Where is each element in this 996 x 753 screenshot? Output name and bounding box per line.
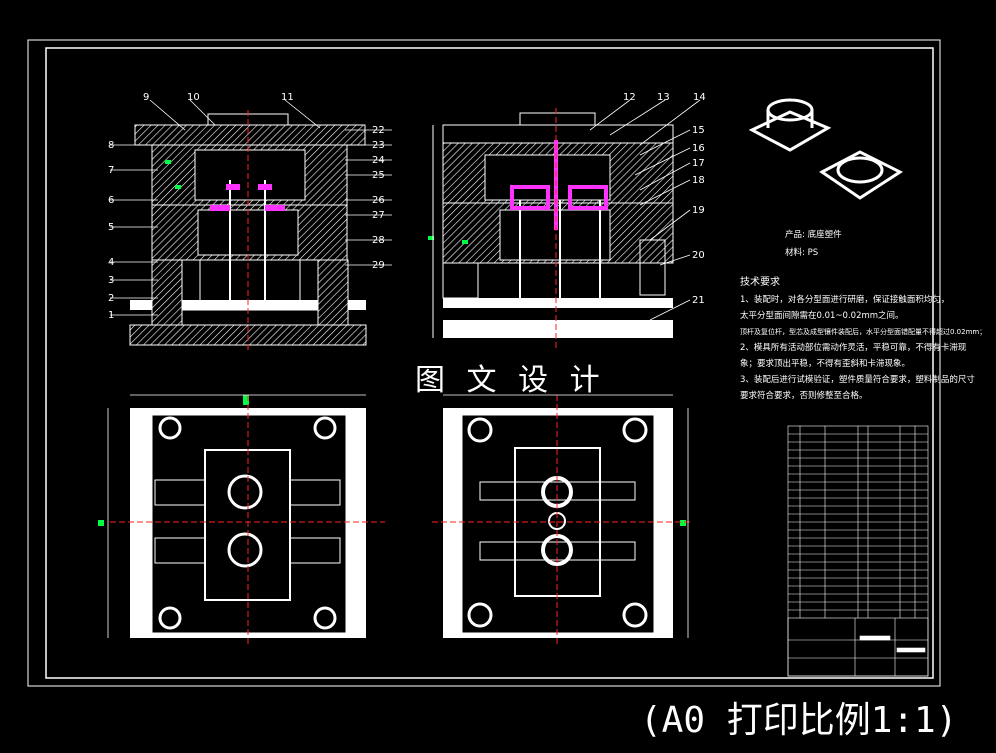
part-label: 17	[692, 158, 705, 169]
outer-frame	[27, 39, 941, 687]
part-label: 29	[372, 260, 385, 271]
material: 材料: PS	[785, 247, 818, 258]
tech-req-line: 象；要求顶出平稳，不得有歪斜和卡滞现象。	[740, 358, 910, 369]
part-label: 24	[372, 155, 385, 166]
part-label: 6	[108, 195, 114, 206]
part-label: 16	[692, 143, 705, 154]
part-label: 1	[108, 310, 114, 321]
tech-req-line: 太平分型面间隙需在0.01~0.02mm之间。	[740, 310, 904, 321]
inner-frame	[45, 47, 934, 679]
part-label: 3	[108, 275, 114, 286]
part-label: 22	[372, 125, 385, 136]
part-label: 28	[372, 235, 385, 246]
leader-lines	[110, 99, 701, 321]
part-label: 8	[108, 140, 114, 151]
print-scale-label: (A0 打印比例1:1)	[640, 700, 957, 741]
part-label: 26	[372, 195, 385, 206]
bom-title-block	[787, 425, 929, 677]
part-label: 10	[187, 92, 200, 103]
part-label: 7	[108, 165, 114, 176]
part-label: 20	[692, 250, 705, 261]
section-view-left	[129, 110, 367, 350]
product-isometric-sketch	[748, 98, 904, 200]
tech-req-line: 2、模具所有活动部位需动作灵活，平稳可靠，不得有卡滞现	[740, 342, 967, 353]
plan-view-right	[432, 395, 690, 645]
part-label: 12	[623, 92, 636, 103]
part-label: 13	[657, 92, 670, 103]
dimension-lines	[107, 394, 689, 638]
part-label: 19	[692, 205, 705, 216]
tech-req-line: 1、装配时，对各分型面进行研磨，保证接触面积均匀，	[740, 294, 949, 305]
part-label: 11	[281, 92, 294, 103]
section-view-right	[428, 108, 674, 350]
watermark-text: 图 文 设 计	[415, 363, 606, 398]
part-label: 4	[108, 257, 114, 268]
part-label: 25	[372, 170, 385, 181]
part-label: 9	[143, 92, 149, 103]
tech-req-line: 顶杆及复位杆，型芯及成型镶件装配后，水平分型面错配量不得超过0.02mm；	[740, 327, 986, 336]
part-label: 2	[108, 293, 114, 304]
plan-view-left	[98, 395, 385, 645]
tech-req-line: 3、装配后进行试模验证，塑件质量符合要求，塑料制品的尺寸	[740, 374, 975, 385]
product-name: 产品: 底座塑件	[785, 229, 842, 240]
part-label: 15	[692, 125, 705, 136]
tech-req-title: 技术要求	[740, 275, 780, 288]
part-label: 5	[108, 222, 114, 233]
part-label: 27	[372, 210, 385, 221]
tech-req-line: 要求符合要求，否则修整至合格。	[740, 390, 868, 401]
part-label: 23	[372, 140, 385, 151]
part-label: 18	[692, 175, 705, 186]
part-label: 21	[692, 295, 705, 306]
part-label: 14	[693, 92, 706, 103]
